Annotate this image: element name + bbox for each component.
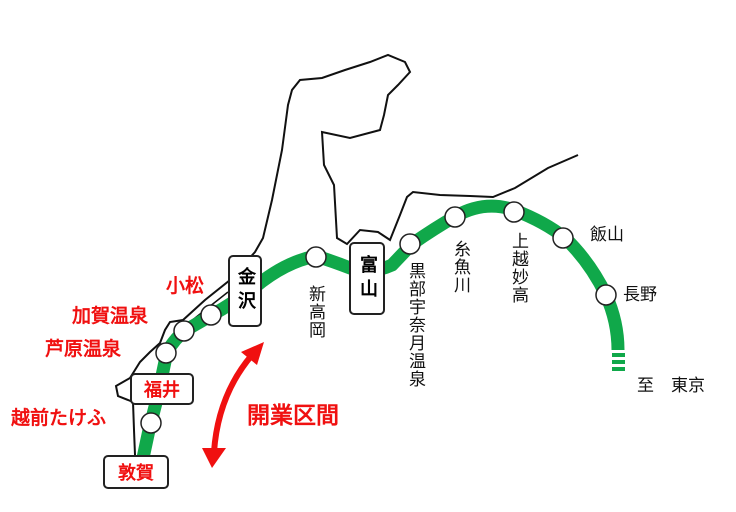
station-tsuruga[interactable]: 敦賀	[103, 455, 169, 489]
station-fukui[interactable]: 福井	[130, 373, 194, 405]
station-marker-joetsu-myoko	[503, 201, 525, 223]
shinkansen-line	[133, 199, 625, 474]
terminus-label: 至 東京	[637, 376, 705, 396]
station-name: 富山	[357, 254, 378, 303]
opened-section-label: 開業区間	[247, 403, 339, 429]
station-label-kaga-onsen: 加賀温泉	[72, 305, 149, 327]
coastline	[114, 53, 579, 456]
station-label-komatsu: 小松	[166, 275, 205, 297]
station-marker-shin-takaoka	[305, 246, 327, 268]
station-label-kurobe-unazuki-onsen: 黒部宇奈月温泉	[405, 262, 425, 388]
station-marker-awara-onsen	[155, 342, 177, 364]
opened-section-arrow	[202, 342, 264, 468]
station-marker-kurobe	[399, 233, 421, 255]
station-label-shin-takaoka: 新高岡	[305, 285, 325, 339]
station-marker-iiyama	[552, 227, 574, 249]
station-label-itoigawa: 糸魚川	[450, 240, 470, 294]
station-name: 敦賀	[118, 463, 154, 484]
station-label-nagano: 長野	[623, 285, 657, 305]
line-continuation-dashes	[612, 353, 625, 371]
station-label-iiyama: 飯山	[590, 225, 624, 245]
station-toyama[interactable]: 富山	[349, 242, 385, 315]
station-label-echizen-takefu: 越前たけふ	[11, 407, 107, 429]
station-marker-itoigawa	[444, 206, 466, 228]
station-marker-nagano	[595, 284, 617, 306]
station-kanazawa[interactable]: 金沢	[228, 255, 262, 327]
station-marker-echizen-takefu	[140, 412, 162, 434]
station-marker-kaga-onsen	[173, 320, 195, 342]
station-name: 金沢	[235, 267, 256, 315]
station-label-joetsu-myoko: 上越妙高	[508, 232, 528, 304]
station-marker-komatsu	[200, 304, 222, 326]
station-name: 福井	[144, 380, 180, 401]
station-label-awara-onsen: 芦原温泉	[45, 338, 122, 360]
